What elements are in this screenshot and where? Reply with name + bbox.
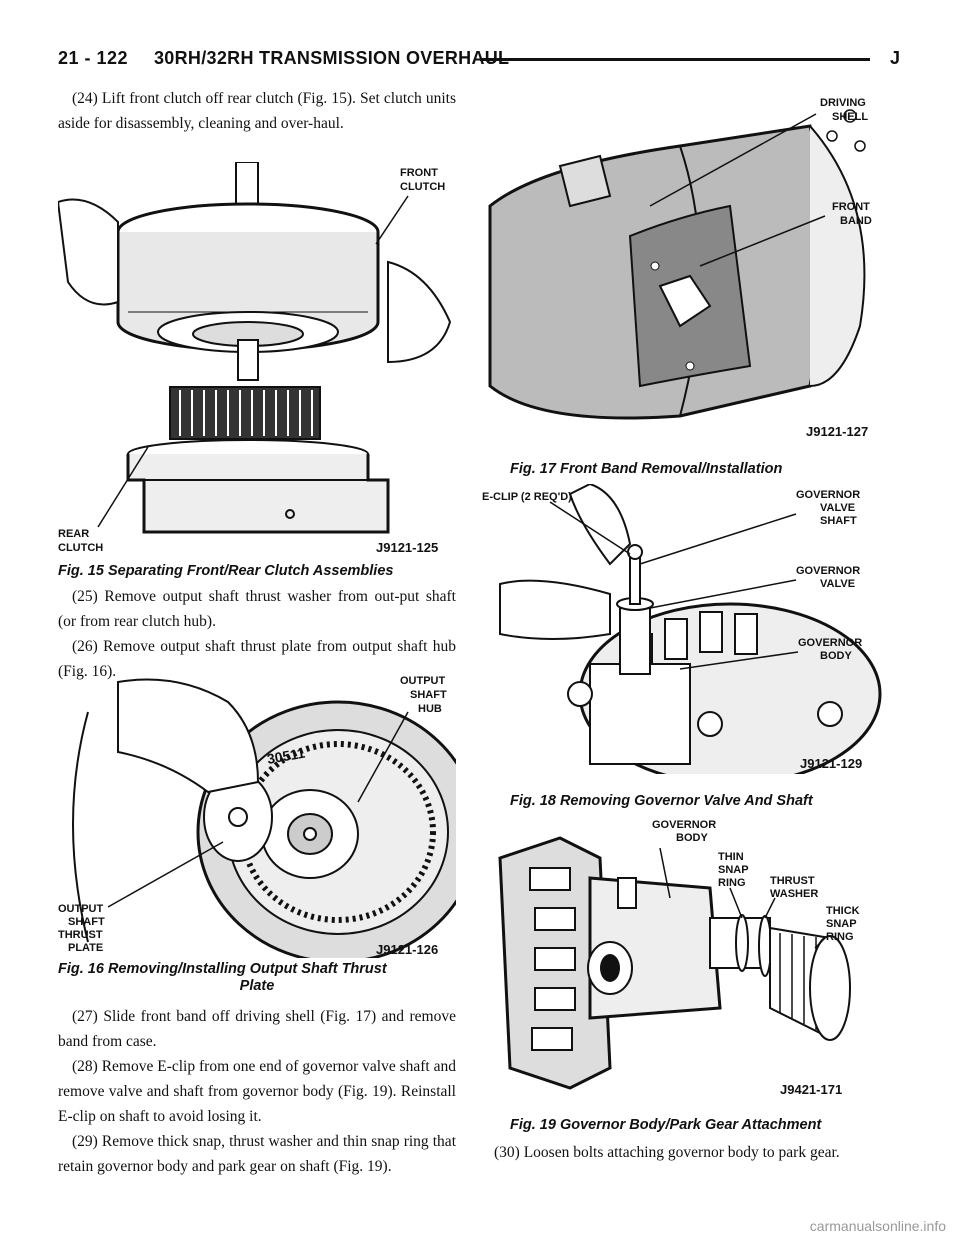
svg-text:SNAP: SNAP (826, 918, 857, 930)
svg-text:VALVE: VALVE (820, 502, 855, 514)
svg-text:GOVERNOR: GOVERNOR (796, 565, 860, 577)
step-24: (24) Lift front clutch off rear clutch (… (58, 90, 456, 132)
svg-text:GOVERNOR: GOVERNOR (798, 637, 862, 649)
svg-text:SHAFT: SHAFT (820, 515, 857, 527)
fig16-part-number: 30511 (266, 745, 307, 767)
fig18-caption: Fig. 18 Removing Governor Valve And Shaf… (510, 793, 813, 809)
figure-16: 30511 OUTPUT SHAFT HUB OUTPUT SHAFT THRU… (58, 672, 456, 958)
step-28: (28) Remove E-clip from one end of gover… (58, 1058, 456, 1125)
header-rule (480, 58, 870, 61)
fig15-code: J9121-125 (376, 540, 438, 555)
step-30: (30) Loosen bolts attaching governor bod… (494, 1144, 840, 1161)
fig18-code: J9121-129 (800, 756, 862, 771)
svg-text:CLUTCH: CLUTCH (58, 542, 103, 554)
figure-19: GOVERNOR BODY THIN SNAP RING THRUST WASH… (480, 818, 884, 1108)
svg-text:WASHER: WASHER (770, 888, 818, 900)
svg-text:CLUTCH: CLUTCH (400, 181, 445, 193)
page-header: 21 - 122 30RH/32RH TRANSMISSION OVERHAUL… (58, 46, 900, 80)
svg-text:OUTPUT: OUTPUT (58, 903, 104, 915)
watermark: carmanualsonline.info (809, 1218, 946, 1234)
section-title: 30RH/32RH TRANSMISSION OVERHAUL (154, 48, 510, 68)
svg-text:DRIVING: DRIVING (820, 97, 866, 109)
svg-text:SHAFT: SHAFT (410, 689, 447, 701)
svg-text:SHAFT: SHAFT (68, 916, 105, 928)
svg-text:BAND: BAND (840, 215, 872, 227)
figure-17: DRIVING SHELL FRONT BAND J9121-127 (480, 86, 884, 456)
step-26: (26) Remove output shaft thrust plate fr… (58, 638, 456, 680)
svg-text:BODY: BODY (820, 650, 852, 662)
fig16-caption-line2: Plate (239, 978, 275, 994)
svg-text:E-CLIP (2 REQ'D): E-CLIP (2 REQ'D) (482, 491, 572, 503)
svg-text:VALVE: VALVE (820, 578, 855, 590)
figure-18: E-CLIP (2 REQ'D) GOVERNOR VALVE SHAFT GO… (480, 484, 884, 774)
svg-text:HUB: HUB (418, 703, 442, 715)
figure-15: FRONT CLUTCH REAR CLUTCH J9121-125 (58, 162, 456, 560)
svg-text:THRUST: THRUST (58, 929, 103, 941)
svg-text:BODY: BODY (676, 832, 708, 844)
svg-text:SNAP: SNAP (718, 864, 749, 876)
fig16-code: J9121-126 (376, 942, 438, 957)
header-marker: J (889, 48, 900, 68)
fig19-code: J9421-171 (780, 1082, 842, 1097)
svg-text:PLATE: PLATE (68, 942, 103, 954)
step-27: (27) Slide front band off driving shell … (58, 1008, 456, 1050)
step-25: (25) Remove output shaft thrust washer f… (58, 588, 456, 630)
svg-text:FRONT: FRONT (400, 167, 438, 179)
svg-text:RING: RING (826, 931, 854, 943)
step-29: (29) Remove thick snap, thrust washer an… (58, 1133, 456, 1175)
fig17-caption: Fig. 17 Front Band Removal/Installation (510, 461, 783, 477)
svg-text:OUTPUT: OUTPUT (400, 675, 446, 687)
svg-text:REAR: REAR (58, 528, 89, 540)
fig19-caption: Fig. 19 Governor Body/Park Gear Attachme… (510, 1117, 822, 1133)
svg-text:THIN: THIN (718, 851, 744, 863)
svg-text:THRUST: THRUST (770, 875, 815, 887)
fig16-caption-line1: Fig. 16 Removing/Installing Output Shaft… (58, 961, 387, 977)
svg-text:SHELL: SHELL (832, 111, 868, 123)
fig17-code: J9121-127 (806, 424, 868, 439)
svg-text:GOVERNOR: GOVERNOR (796, 489, 860, 501)
svg-text:FRONT: FRONT (832, 201, 870, 213)
fig15-caption: Fig. 15 Separating Front/Rear Clutch Ass… (58, 563, 394, 579)
page-number: 21 - 122 (58, 48, 129, 68)
svg-text:THICK: THICK (826, 905, 860, 917)
svg-text:RING: RING (718, 877, 746, 889)
svg-text:GOVERNOR: GOVERNOR (652, 819, 716, 831)
